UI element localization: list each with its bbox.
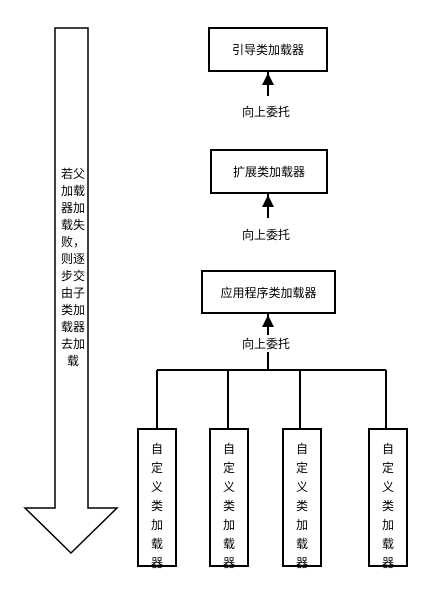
custom-loader-node: 自定义类加载器 [209,428,249,570]
arrowhead-icon [262,73,274,85]
side-note: 若父加载器加载失败，则逐步交由子类加载器去加载 [60,166,86,370]
edge-label: 向上委托 [240,226,293,243]
extension-loader-node: 扩展类加载器 [210,149,328,194]
custom-loader-label: 自定义类加载器 [150,442,163,570]
application-loader-label: 应用程序类加载器 [220,285,317,300]
arrowheads [262,73,274,327]
custom-loader-label: 自定义类加载器 [295,442,308,570]
connector-lines [156,72,387,428]
side-note-text: 若父加载器加载失败，则逐步交由子类加载器去加载 [60,167,85,368]
custom-loader-label: 自定义类加载器 [222,442,235,570]
custom-loader-node: 自定义类加载器 [368,428,408,570]
bootstrap-loader-label: 引导类加载器 [231,43,304,57]
custom-loader-label: 自定义类加载器 [381,442,394,570]
edge-label: 向上委托 [240,335,293,352]
edge-label-text: 向上委托 [242,228,291,242]
custom-loader-node: 自定义类加载器 [137,428,177,570]
arrowhead-icon [262,315,274,327]
arrowhead-icon [262,195,274,207]
application-loader-node: 应用程序类加载器 [201,270,336,314]
extension-loader-label: 扩展类加载器 [232,165,305,179]
downward-arrow [23,27,119,555]
edge-label: 向上委托 [240,103,293,120]
custom-loader-node: 自定义类加载器 [282,428,322,570]
edge-label-text: 向上委托 [242,337,291,351]
edge-label-text: 向上委托 [242,105,291,119]
bootstrap-loader-node: 引导类加载器 [208,27,328,72]
